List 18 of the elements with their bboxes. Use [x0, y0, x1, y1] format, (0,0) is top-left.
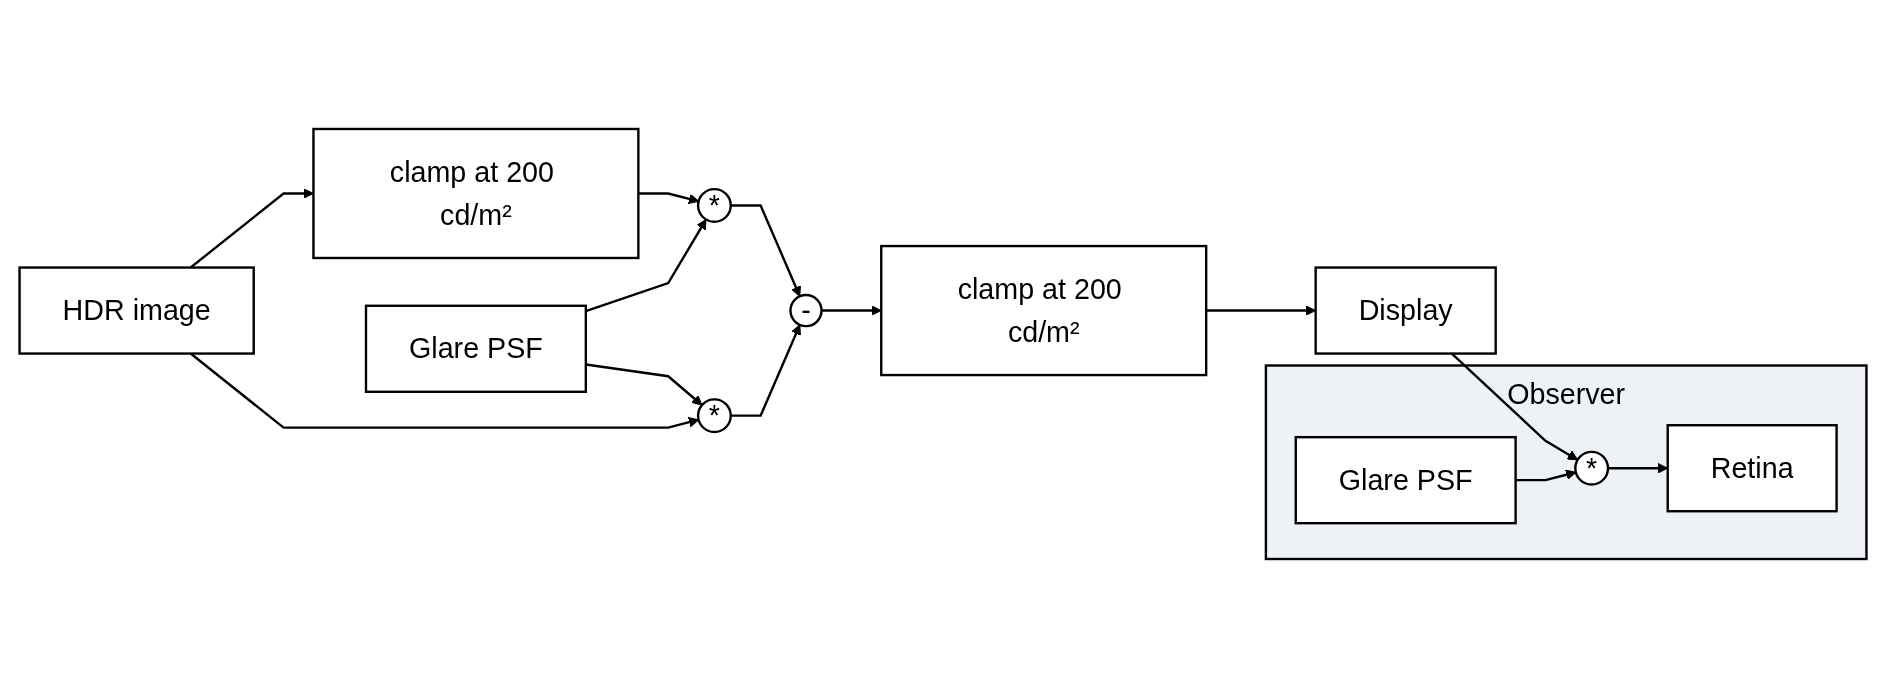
node-circle: *	[1574, 450, 1610, 486]
node-box: Glare PSF	[1294, 435, 1517, 525]
node-box: HDR image	[18, 266, 255, 355]
node-circle: *	[696, 187, 732, 223]
node-box: Retina	[1666, 424, 1838, 513]
arrow	[730, 324, 801, 417]
arrow	[638, 192, 700, 205]
arrow	[1515, 469, 1577, 482]
node-box: clamp at 200 cd/m²	[312, 127, 640, 260]
node-circle: -	[789, 293, 823, 328]
arrow	[821, 305, 882, 316]
node-box: Display	[1314, 266, 1497, 355]
arrow	[585, 363, 703, 406]
arrow	[730, 204, 801, 297]
node-box: clamp at 200 cd/m²	[880, 244, 1208, 377]
node-box: Glare PSF	[364, 304, 587, 393]
arrow	[585, 219, 707, 313]
node-circle: *	[696, 398, 732, 434]
